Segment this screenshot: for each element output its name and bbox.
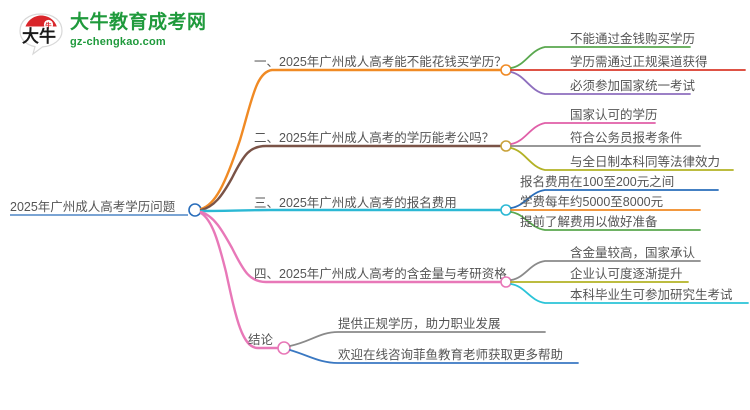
branch-1-child-2-label: 学历需通过正规渠道获得 — [570, 54, 708, 69]
branch-5[interactable]: 结论 提供正规学历，助力职业发展 欢迎在线咨询菲鱼教育老师获取更多帮助 — [199, 211, 579, 364]
branch-5-node-dot[interactable] — [277, 341, 291, 355]
branch-2-node-dot[interactable] — [500, 140, 512, 152]
branch-3-label: 三、2025年广州成人高考的报名费用 — [254, 195, 457, 210]
branch-1[interactable]: 一、2025年广州成人高考能不能花钱买学历？ 不能通过金钱购买学历 学历需通过正… — [199, 31, 746, 211]
svg-text:大牛: 大牛 — [22, 26, 56, 46]
branch-5-child-2-line — [289, 349, 579, 364]
branch-3-node-dot[interactable] — [500, 204, 512, 216]
branch-3-child-3-label: 提前了解费用以做好准备 — [520, 214, 658, 229]
branch-3-child-1-line — [510, 189, 719, 209]
branch-1-child-1-label: 不能通过金钱购买学历 — [570, 31, 695, 46]
branch-5-child-1-label: 提供正规学历，助力职业发展 — [338, 316, 501, 331]
branch-1-child-3-label: 必须参加国家统一考试 — [570, 78, 696, 93]
root-node[interactable]: 2025年广州成人高考学历问题 — [10, 199, 202, 217]
brand-title: 大牛教育成考网 — [70, 12, 207, 33]
branch-2-child-3-label: 与全日制本科同等法律效力 — [570, 154, 720, 169]
branch-1-line — [199, 68, 502, 211]
branch-4-child-3-label: 本科毕业生可参加研究生考试 — [570, 287, 733, 302]
brand-url: gz-chengkao.com — [70, 36, 166, 48]
branch-3[interactable]: 三、2025年广州成人高考的报名费用 报名费用在100至200元之间 学费每年约… — [199, 174, 719, 231]
branch-2-line — [199, 144, 502, 212]
branch-1-child-3-line — [510, 71, 691, 95]
branch-2-child-1-line — [510, 122, 656, 145]
branch-3-child-3-line — [510, 211, 701, 231]
branch-2-child-1-label: 国家认可的学历 — [570, 107, 658, 122]
branch-4-label: 四、2025年广州成人高考的含金量与考研资格 — [254, 266, 507, 281]
branch-3-child-1-label: 报名费用在100至200元之间 — [520, 174, 674, 189]
branch-4-child-3-line — [510, 283, 749, 304]
branch-2[interactable]: 二、2025年广州成人高考的学历能考公吗？ 国家认可的学历 符合公务员报考条件 … — [199, 107, 734, 212]
branch-5-line — [199, 211, 279, 350]
branch-4-child-1-line — [510, 260, 701, 281]
branch-1-label: 一、2025年广州成人高考能不能花钱买学历？ — [254, 54, 507, 69]
branch-2-child-3-line — [510, 147, 734, 171]
speech-bubble-logo-icon: 牛 大牛 — [19, 13, 63, 56]
root-label: 2025年广州成人高考学历问题 — [10, 199, 176, 214]
branch-2-label: 二、2025年广州成人高考的学历能考公吗？ — [254, 130, 494, 145]
root-node-dot[interactable] — [188, 203, 202, 217]
branch-3-child-2-label: 学费每年约5000至8000元 — [520, 194, 663, 209]
branch-4[interactable]: 四、2025年广州成人高考的含金量与考研资格 含金量较高，国家承认 企业认可度逐… — [199, 210, 749, 304]
branch-2-child-2-label: 符合公务员报考条件 — [570, 130, 683, 145]
branch-1-node-dot[interactable] — [500, 64, 512, 76]
branch-4-child-2-label: 企业认可度逐渐提升 — [570, 266, 683, 281]
branch-5-child-1-line — [289, 331, 546, 347]
branch-5-child-2-label: 欢迎在线咨询菲鱼教育老师获取更多帮助 — [338, 347, 563, 362]
branch-5-label: 结论 — [248, 333, 274, 347]
branch-4-child-1-label: 含金量较高，国家承认 — [570, 245, 696, 260]
branch-4-node-dot[interactable] — [500, 276, 512, 288]
site-logo[interactable]: 牛 大牛 大牛教育成考网 gz-chengkao.com — [18, 10, 208, 58]
branch-3-line — [199, 208, 502, 213]
branch-1-child-1-line — [510, 46, 691, 69]
logo-text-block: 大牛教育成考网 gz-chengkao.com — [70, 12, 207, 49]
branch-4-line — [199, 210, 502, 284]
svg-text:牛: 牛 — [45, 20, 52, 29]
